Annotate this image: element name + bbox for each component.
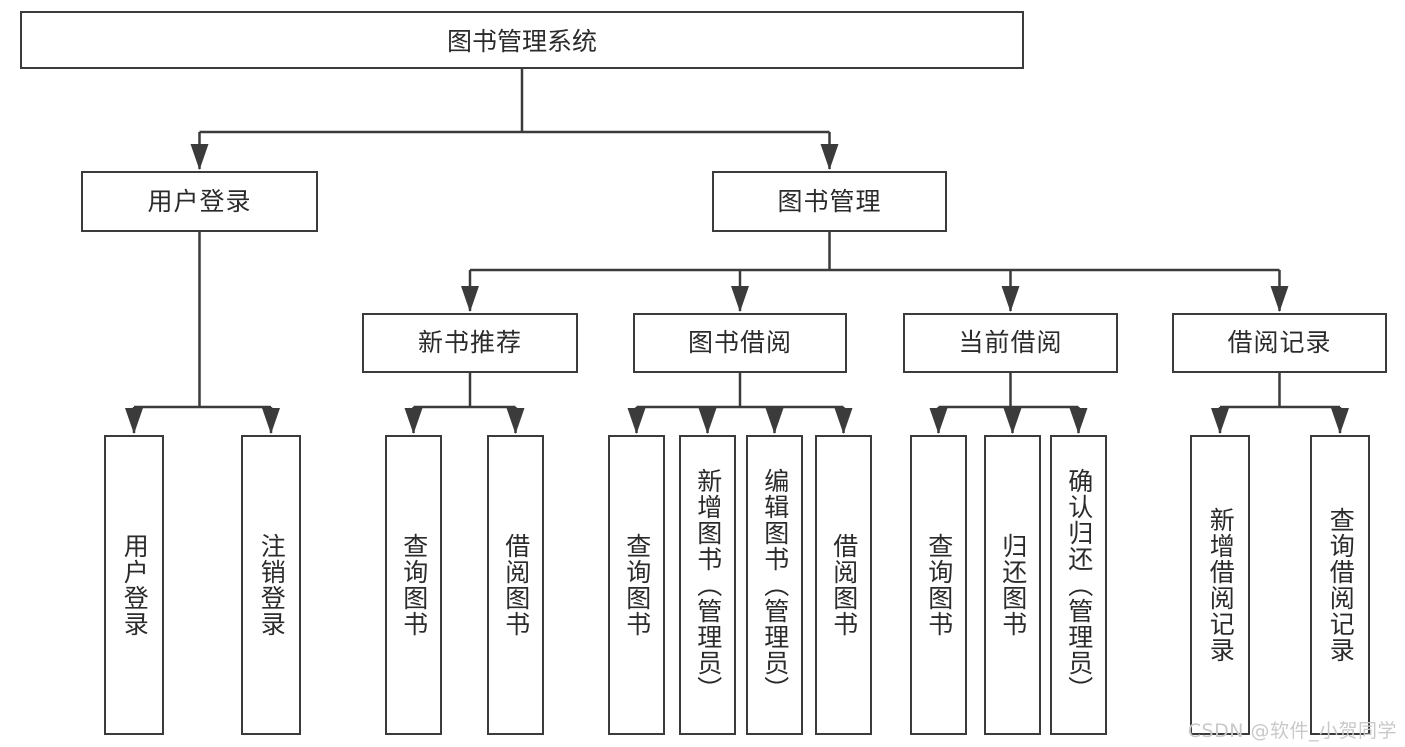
- leaf-node[interactable]: 编辑图书（管理员）: [746, 435, 803, 735]
- arrow-head-icon: [190, 144, 209, 170]
- leaf-node[interactable]: 确认归还（管理员）: [1050, 435, 1107, 735]
- arrow-head-icon: [1331, 408, 1349, 434]
- arrow-head-icon: [820, 144, 839, 170]
- level3-node-2[interactable]: 当前借阅: [903, 313, 1118, 373]
- arrow-head-icon: [1270, 286, 1289, 312]
- node-label: 新书推荐: [417, 328, 522, 358]
- leaf-node[interactable]: 新增图书（管理员）: [679, 435, 736, 735]
- arrow-head-icon: [125, 408, 143, 434]
- arrow-head-icon: [834, 408, 853, 434]
- leaf-node-label: 新增图书（管理员）: [693, 468, 723, 702]
- level2-node-0[interactable]: 用户登录: [81, 171, 318, 232]
- leaf-node[interactable]: 新增借阅记录: [1190, 435, 1250, 735]
- leaf-node-label: 借阅图书: [501, 533, 531, 637]
- leaf-node-label: 查询图书: [622, 533, 652, 637]
- leaf-node[interactable]: 借阅图书: [487, 435, 544, 735]
- level2-node-1[interactable]: 图书管理: [712, 171, 947, 232]
- leaf-node-label: 查询图书: [399, 533, 429, 637]
- node-label: 当前借阅: [958, 328, 1063, 358]
- leaf-node-label: 确认归还（管理员）: [1064, 468, 1094, 702]
- csdn-watermark: CSDN @软件_小贺同学: [1187, 720, 1397, 742]
- leaf-node[interactable]: 查询图书: [385, 435, 442, 735]
- leaf-node-label: 新增借阅记录: [1206, 507, 1236, 663]
- arrow-head-icon: [506, 408, 525, 434]
- arrow-head-icon: [731, 286, 749, 312]
- leaf-node[interactable]: 用户登录: [104, 435, 164, 735]
- arrow-head-icon: [461, 286, 479, 312]
- arrow-head-icon: [1069, 408, 1088, 434]
- node-label: 借阅记录: [1227, 328, 1332, 358]
- arrow-head-icon: [627, 408, 646, 434]
- leaf-node-label: 用户登录: [120, 533, 150, 637]
- node-label: 图书管理系统: [446, 27, 597, 56]
- leaf-node-label: 借阅图书: [829, 533, 859, 637]
- arrow-head-icon: [262, 408, 280, 434]
- leaf-node[interactable]: 借阅图书: [815, 435, 872, 735]
- arrow-head-icon: [404, 408, 423, 434]
- leaf-node-label: 注销登录: [257, 533, 287, 637]
- node-label: 图书管理: [777, 186, 882, 216]
- leaf-node-label: 查询图书: [924, 533, 954, 637]
- leaf-node[interactable]: 查询借阅记录: [1310, 435, 1370, 735]
- leaf-node-label: 编辑图书（管理员）: [760, 468, 790, 702]
- node-label: 图书借阅: [687, 328, 792, 358]
- leaf-node[interactable]: 查询图书: [910, 435, 967, 735]
- leaf-node[interactable]: 查询图书: [608, 435, 665, 735]
- leaf-node[interactable]: 归还图书: [984, 435, 1041, 735]
- leaf-node-label: 查询借阅记录: [1326, 507, 1356, 663]
- node-label: 用户登录: [147, 186, 252, 216]
- leaf-node-label: 归还图书: [998, 533, 1028, 637]
- arrow-head-icon: [1001, 286, 1020, 312]
- arrow-head-icon: [929, 408, 948, 434]
- arrow-head-icon: [1003, 408, 1022, 434]
- arrow-head-icon: [765, 408, 784, 434]
- arrow-head-icon: [698, 408, 717, 434]
- root-node-book-management-system[interactable]: 图书管理系统: [20, 11, 1024, 69]
- level3-node-3[interactable]: 借阅记录: [1172, 313, 1387, 373]
- arrow-head-icon: [1211, 408, 1229, 434]
- leaf-node[interactable]: 注销登录: [241, 435, 301, 735]
- level3-node-1[interactable]: 图书借阅: [633, 313, 847, 373]
- level3-node-0[interactable]: 新书推荐: [362, 313, 578, 373]
